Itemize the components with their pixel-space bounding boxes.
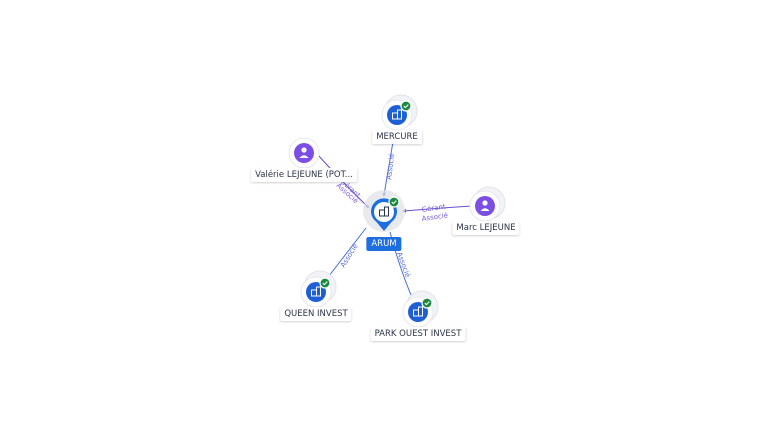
user-icon: [480, 200, 490, 211]
building-icon: [392, 109, 402, 120]
node-valerie[interactable]: [288, 137, 320, 169]
building-icon: [413, 306, 423, 317]
verified-check-icon: [421, 297, 433, 309]
node-queen[interactable]: [300, 270, 337, 308]
node-label-park[interactable]: PARK OUEST INVEST: [370, 327, 466, 341]
edge-label-marc-associe: Associé: [421, 211, 448, 223]
edge-label-mercure: Associé: [385, 153, 396, 180]
node-mercure[interactable]: [381, 94, 418, 131]
edge-label-park: Associé: [395, 251, 412, 279]
verified-check-icon: [388, 196, 400, 208]
building-icon: [379, 206, 389, 217]
building-icon: [311, 286, 321, 297]
user-icon: [299, 147, 309, 158]
edge-marc: [402, 205, 473, 213]
node-park[interactable]: [402, 290, 439, 328]
edge-label-queen: Associé: [339, 242, 360, 269]
node-marc[interactable]: [469, 186, 506, 222]
node-label-arum[interactable]: ARUM: [366, 237, 402, 251]
node-label-mercure[interactable]: MERCURE: [372, 130, 422, 144]
node-arum[interactable]: [363, 190, 405, 232]
verified-check-icon: [319, 277, 331, 289]
edge-label-marc-gerant: Gérant: [421, 203, 446, 214]
edge-valerie: [317, 154, 370, 209]
verified-check-icon: [400, 100, 412, 112]
node-label-marc[interactable]: Marc LEJEUNE: [452, 221, 520, 235]
node-label-valerie[interactable]: Valérie LEJEUNE (POT...: [251, 168, 357, 182]
node-label-queen[interactable]: QUEEN INVEST: [280, 307, 352, 321]
